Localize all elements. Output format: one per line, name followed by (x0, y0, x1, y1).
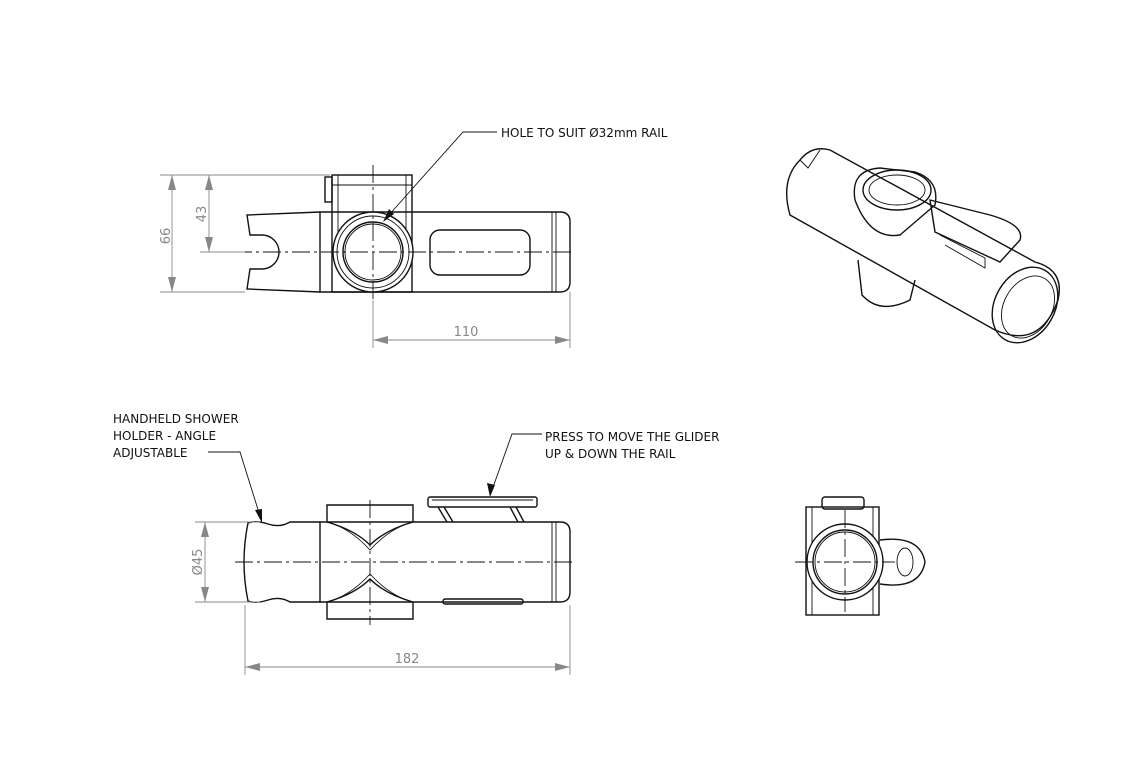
dim-overall-height: 66 (159, 228, 174, 245)
dim-center-to-end: 110 (454, 325, 479, 340)
dim-diameter: Ø45 (191, 549, 206, 576)
side-view: Ø45 182 HANDHELD SHOWER HOLDER - ANGLE A… (113, 412, 719, 675)
top-view: 66 43 110 HOLE TO SUIT Ø32mm RAIL (159, 126, 668, 348)
note-handheld-line1: HANDHELD SHOWER (113, 412, 239, 426)
dim-center-height: 43 (195, 206, 210, 223)
note-handheld-line2: HOLDER - ANGLE (113, 429, 216, 443)
note-handheld-line3: ADJUSTABLE (113, 446, 188, 460)
note-press-line2: UP & DOWN THE RAIL (545, 447, 676, 461)
isometric-view (786, 148, 1060, 344)
dim-overall-length: 182 (395, 652, 420, 667)
note-press-line1: PRESS TO MOVE THE GLIDER (545, 430, 719, 444)
end-view (795, 496, 926, 616)
note-hole-to-suit: HOLE TO SUIT Ø32mm RAIL (501, 126, 668, 140)
